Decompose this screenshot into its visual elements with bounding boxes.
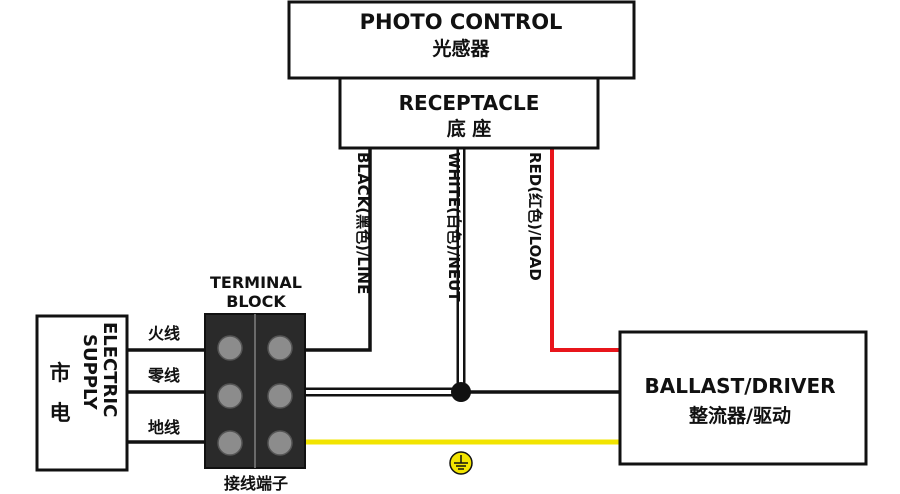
terminal-block-caption: 接线端子 (224, 474, 288, 493)
terminal-screw (267, 430, 293, 456)
supply-label-cn-2: 电 (50, 401, 71, 425)
supply-label-en-1: ELECTRIC (99, 322, 120, 417)
receptacle-box (338, 76, 600, 150)
black-line-wire (305, 148, 372, 352)
photo-control-title-cn: 光感器 (431, 37, 490, 60)
terminal-screw (217, 383, 243, 409)
terminal-block-title-2: BLOCK (226, 292, 286, 311)
ground-wire-label: 地线 (148, 418, 180, 437)
photo-control-box (287, 0, 636, 80)
live-wire-label: 火线 (148, 324, 180, 343)
white-neutral-wire-fill (305, 148, 463, 394)
red-wire-label: RED(红色)/LOAD (526, 152, 544, 281)
receptacle-title-cn: 底 座 (447, 117, 492, 140)
terminal-screw (267, 383, 293, 409)
supply-label-cn-1: 市 (50, 361, 71, 385)
photo-control-title: PHOTO CONTROL (360, 10, 563, 34)
terminal-block-title-1: TERMINAL (210, 273, 302, 292)
white-wire-label: WHITE(白色)/NEUT (445, 152, 463, 302)
neutral-wire-label: 零线 (147, 366, 180, 385)
black-wire-label: BLACK(黑色)/LINE (354, 152, 372, 294)
red-load-wire (550, 148, 620, 352)
supply-label-en-2: SUPPLY (79, 334, 100, 411)
junction-dot (451, 382, 471, 402)
electric-supply-box (35, 314, 129, 472)
terminal-screw (217, 335, 243, 361)
ballast-title-cn: 整流器/驱动 (689, 404, 791, 427)
white-neutral-wire (305, 148, 466, 397)
ballast-driver-box (618, 330, 868, 466)
ballast-title: BALLAST/DRIVER (644, 374, 835, 398)
terminal-screw (267, 335, 293, 361)
receptacle-title: RECEPTACLE (399, 91, 540, 115)
terminal-screw (217, 430, 243, 456)
ground-icon (449, 451, 473, 475)
